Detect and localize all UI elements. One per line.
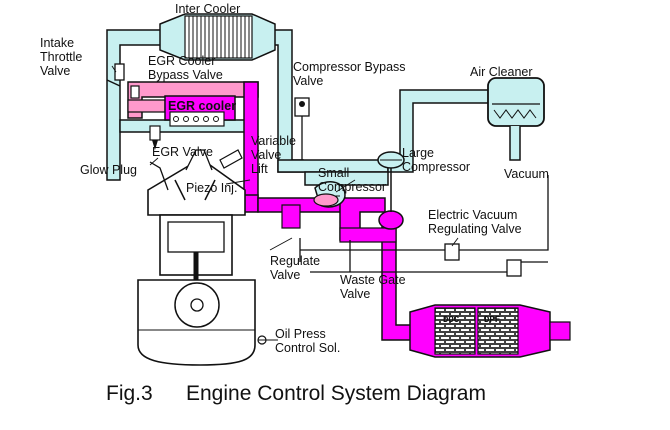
waste-gate-valve-label: Waste Gate Valve — [340, 273, 406, 301]
electric-vacuum-regulating-valve-label: Electric Vacuum Regulating Valve — [428, 208, 522, 236]
doc-dpf-unit: DOC DPF — [409, 304, 571, 358]
glow-plug-label: Glow Plug — [80, 163, 137, 177]
engine — [137, 149, 278, 366]
inter-cooler — [159, 13, 276, 61]
small-turbine — [313, 193, 339, 207]
egr-cooler-bypass-valve-icon — [130, 85, 140, 99]
figure-number: Fig.3 — [106, 382, 153, 405]
egr-valve-label: EGR Valve — [152, 145, 213, 159]
figure-title: Engine Control System Diagram — [186, 382, 486, 405]
large-compressor-label: Large Compressor — [402, 146, 471, 174]
piezo-inj-label: Piezo Inj. — [186, 181, 238, 195]
leader-lines — [111, 65, 459, 251]
vacuum-lines — [299, 175, 549, 277]
large-compressor — [377, 151, 405, 230]
inter-cooler-label: Inter Cooler — [175, 2, 241, 16]
vacuum-label: Vacuum — [504, 167, 549, 181]
regulate-valve-label: Regulate Valve — [270, 254, 321, 282]
variable-valve-lift-label: Variable Valve Lift — [251, 134, 296, 176]
doc-label: DOC — [443, 315, 460, 325]
intake-throttle-valve — [106, 63, 125, 87]
compressor-bypass-valve — [294, 97, 310, 160]
egr-piping — [127, 81, 259, 206]
intake-throttle-valve-label: Intake Throttle Valve — [40, 36, 83, 78]
compressor-bypass-valve-label: Compressor Bypass Valve — [293, 60, 406, 88]
egr-cooler-bypass-valve-label: EGR Cooler Bypass Valve — [148, 54, 223, 82]
egr-cooler-label: EGR cooler — [168, 99, 237, 113]
oil-press-control-sol-label: Oil Press Control Sol. — [275, 327, 341, 355]
air-cleaner-label: Air Cleaner — [470, 65, 533, 79]
dpf-label: DPF — [484, 315, 500, 325]
small-compressor-label: Small Compressor — [318, 166, 387, 194]
egr-valve-icon — [149, 125, 161, 150]
air-cleaner — [487, 77, 545, 161]
